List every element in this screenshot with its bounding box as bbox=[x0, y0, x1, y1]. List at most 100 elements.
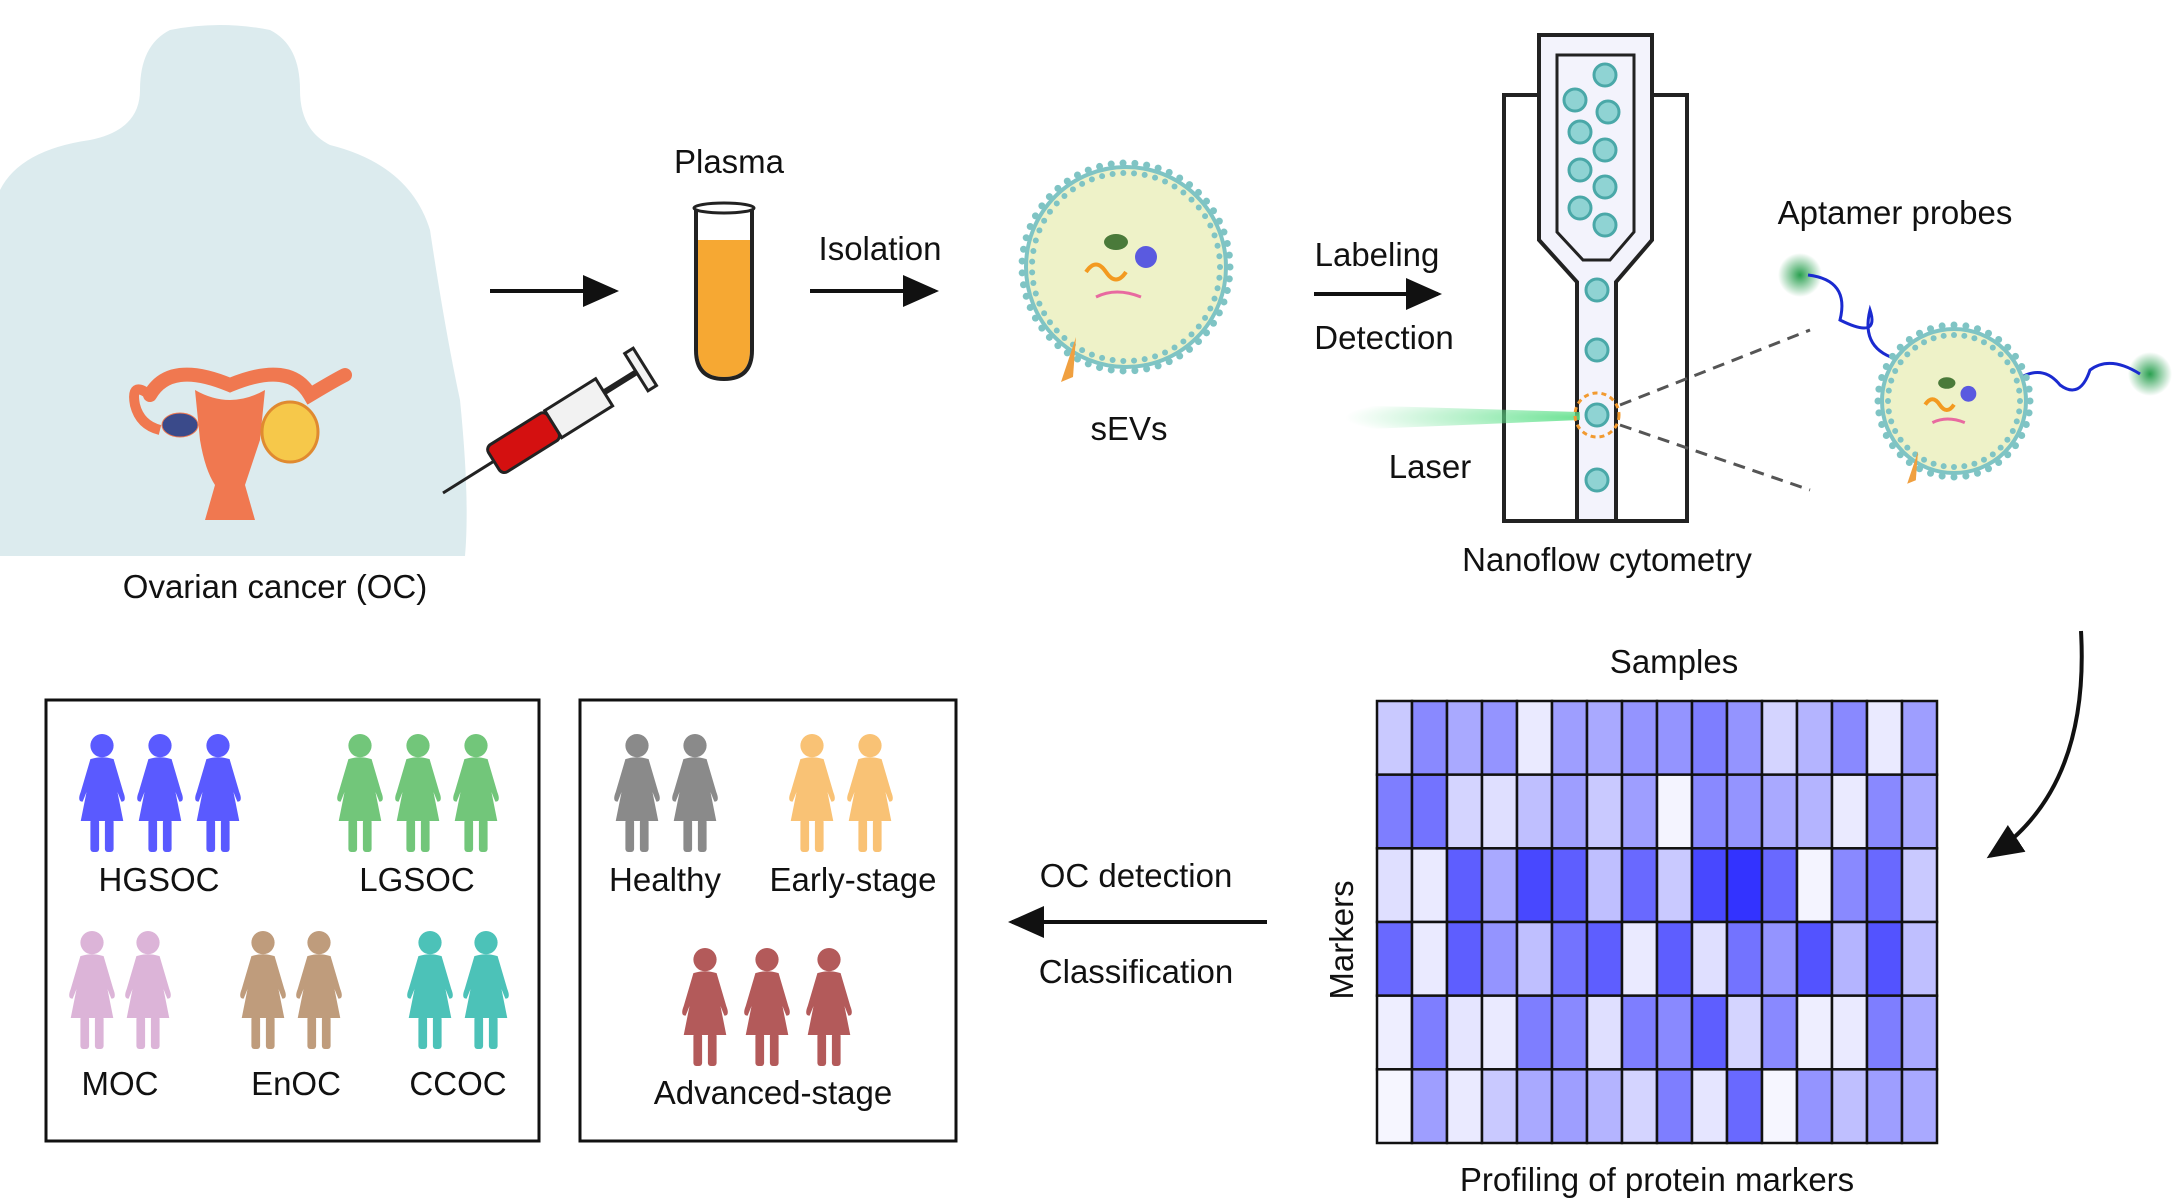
ccoc-person-icon bbox=[407, 931, 453, 1049]
early-stage-person-icon bbox=[789, 734, 835, 852]
heatmap-cell bbox=[1760, 920, 1799, 997]
samples-label: Samples bbox=[1609, 643, 1739, 680]
enoc-person-icon bbox=[296, 931, 342, 1049]
hgsoc-person-icon bbox=[195, 734, 241, 852]
heatmap-cell bbox=[1655, 920, 1694, 997]
heatmap-cell bbox=[1410, 1068, 1449, 1145]
heatmap-cell bbox=[1760, 994, 1799, 1071]
particle bbox=[1592, 212, 1618, 238]
heatmap-cell bbox=[1375, 920, 1414, 997]
heatmap-cell bbox=[1515, 920, 1554, 997]
heatmap-cell bbox=[1480, 994, 1519, 1071]
enoc-person-icon bbox=[240, 931, 286, 1049]
particle bbox=[1592, 174, 1618, 200]
heatmap-cell bbox=[1550, 847, 1589, 924]
heatmap-cell bbox=[1900, 920, 1939, 997]
heatmap-cell bbox=[1480, 920, 1519, 997]
sev-vesicle-icon bbox=[1018, 159, 1234, 382]
advanced-stage-person-icon bbox=[744, 948, 790, 1066]
heatmap-cell bbox=[1830, 773, 1869, 850]
uterus-icon bbox=[129, 367, 352, 520]
heatmap-cell bbox=[1655, 1068, 1694, 1145]
heatmap bbox=[1375, 699, 1939, 1145]
body-silhouette bbox=[0, 25, 467, 556]
particle bbox=[1567, 195, 1593, 221]
heatmap-cell bbox=[1830, 994, 1869, 1071]
heatmap-cell bbox=[1760, 847, 1799, 924]
heatmap-cell bbox=[1795, 1068, 1834, 1145]
particle bbox=[1584, 467, 1610, 493]
stage-label-advanced: Advanced-stage bbox=[653, 1074, 893, 1111]
heatmap-cell bbox=[1725, 773, 1764, 850]
particle bbox=[1592, 137, 1618, 163]
curved-arrow-to-heatmap bbox=[1986, 630, 2084, 859]
heatmap-cell bbox=[1725, 920, 1764, 997]
heatmap-cell bbox=[1830, 699, 1869, 776]
nanoflow-chip bbox=[1345, 33, 1811, 523]
heatmap-cell bbox=[1445, 1068, 1484, 1145]
heatmap-cell bbox=[1585, 699, 1624, 776]
heatmap-cell bbox=[1690, 1068, 1729, 1145]
heatmap-cell bbox=[1830, 847, 1869, 924]
heatmap-cell bbox=[1620, 920, 1659, 997]
heatmap-cell bbox=[1690, 699, 1729, 776]
heatmap-cell bbox=[1585, 920, 1624, 997]
moc-person-icon bbox=[125, 931, 171, 1049]
particle bbox=[1584, 337, 1610, 363]
particle bbox=[1592, 62, 1618, 88]
heatmap-cell bbox=[1410, 847, 1449, 924]
particle bbox=[1562, 87, 1588, 113]
hgsoc-person-icon bbox=[137, 734, 183, 852]
healthy-person-icon bbox=[672, 734, 718, 852]
heatmap-cell bbox=[1620, 699, 1659, 776]
heatmap-cell bbox=[1585, 1068, 1624, 1145]
profiling-label: Profiling of protein markers bbox=[1459, 1161, 1855, 1198]
heatmap-cell bbox=[1725, 1068, 1764, 1145]
heatmap-cell bbox=[1865, 1068, 1904, 1145]
classification-label: Classification bbox=[1038, 953, 1234, 990]
heatmap-cell bbox=[1445, 994, 1484, 1071]
lgsoc-person-icon bbox=[395, 734, 441, 852]
heatmap-cell bbox=[1550, 1068, 1589, 1145]
lgsoc-person-icon bbox=[453, 734, 499, 852]
particle bbox=[1584, 277, 1610, 303]
detection-label: Detection bbox=[1314, 319, 1454, 356]
markers-label: Markers bbox=[1323, 880, 1360, 1000]
heatmap-cell bbox=[1375, 773, 1414, 850]
heatmap-cell bbox=[1760, 1068, 1799, 1145]
heatmap-cell bbox=[1550, 994, 1589, 1071]
heatmap-cell bbox=[1445, 699, 1484, 776]
heatmap-cell bbox=[1760, 699, 1799, 776]
heatmap-cell bbox=[1900, 994, 1939, 1071]
heatmap-cell bbox=[1515, 847, 1554, 924]
heatmap-cell bbox=[1725, 847, 1764, 924]
heatmap-cell bbox=[1480, 773, 1519, 850]
heatmap-cell bbox=[1690, 994, 1729, 1071]
isolation-label: Isolation bbox=[818, 230, 942, 267]
heatmap-cell bbox=[1375, 1068, 1414, 1145]
heatmap-cell bbox=[1375, 994, 1414, 1071]
heatmap-cell bbox=[1550, 773, 1589, 850]
particle bbox=[1584, 402, 1610, 428]
particle bbox=[1595, 99, 1621, 125]
stage-box bbox=[578, 698, 958, 1143]
heatmap-cell bbox=[1830, 920, 1869, 997]
heatmap-cell bbox=[1865, 699, 1904, 776]
heatmap-cell bbox=[1795, 847, 1834, 924]
heatmap-cell bbox=[1690, 920, 1729, 997]
heatmap-cell bbox=[1795, 920, 1834, 997]
moc-person-icon bbox=[69, 931, 115, 1049]
subtype-label-moc: MOC bbox=[81, 1065, 159, 1102]
advanced-stage-person-icon bbox=[682, 948, 728, 1066]
aptamer-probes-label: Aptamer probes bbox=[1777, 194, 2013, 231]
stage-label-healthy: Healthy bbox=[609, 861, 721, 898]
heatmap-cell bbox=[1375, 847, 1414, 924]
heatmap-cell bbox=[1515, 773, 1554, 850]
heatmap-cell bbox=[1410, 920, 1449, 997]
plasma-label: Plasma bbox=[673, 143, 785, 180]
heatmap-cell bbox=[1830, 1068, 1869, 1145]
heatmap-cell bbox=[1865, 994, 1904, 1071]
heatmap-cell bbox=[1480, 1068, 1519, 1145]
heatmap-cell bbox=[1620, 1068, 1659, 1145]
